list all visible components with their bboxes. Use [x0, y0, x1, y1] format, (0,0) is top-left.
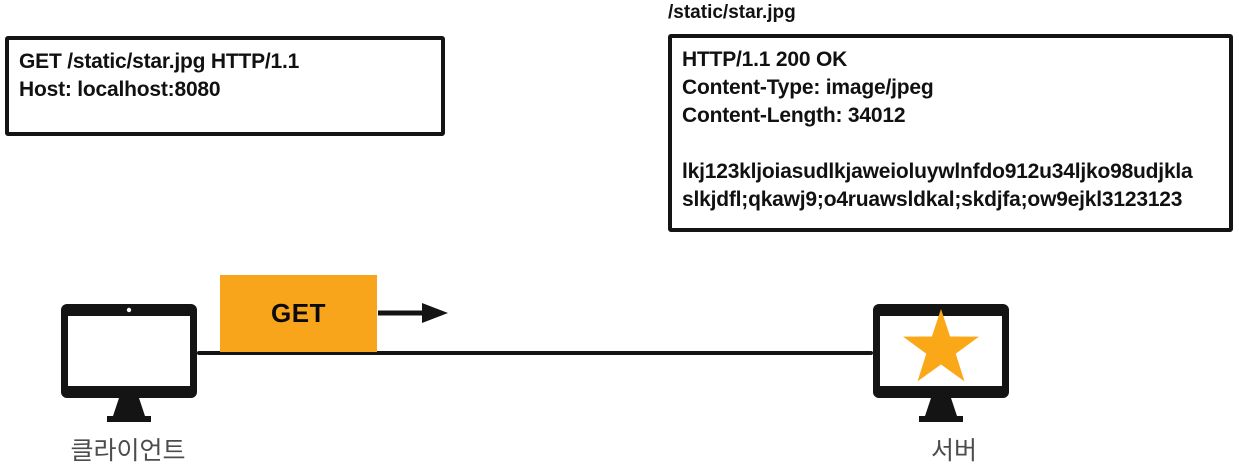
- client-label: 클라이언트: [70, 437, 186, 465]
- response-body-line: lkj123kljoiasudlkjaweioluywlnfdo912u34lj…: [682, 160, 1193, 183]
- connection-line: [197, 351, 873, 355]
- response-content-length-line: Content-Length: 34012: [682, 104, 906, 127]
- request-host-line: Host: localhost:8080: [19, 78, 221, 101]
- response-content-type-line: Content-Type: image/jpeg: [682, 76, 934, 99]
- response-path-title: /static/star.jpg: [668, 2, 796, 23]
- request-message-box: GET /static/star.jpg HTTP/1.1 Host: loca…: [5, 36, 445, 136]
- response-status-line: HTTP/1.1 200 OK: [682, 48, 848, 71]
- response-body-line: slkjdfl;qkawj9;o4ruawsldkal;skdjfa;ow9ej…: [682, 188, 1183, 211]
- server-label: 서버: [930, 437, 977, 465]
- get-method-label: GET: [271, 298, 326, 328]
- response-blank-line: [682, 130, 1219, 158]
- server-monitor-icon: [873, 304, 1009, 422]
- star-icon: [903, 309, 979, 382]
- response-message-box: HTTP/1.1 200 OK Content-Type: image/jpeg…: [668, 34, 1233, 232]
- request-line: GET /static/star.jpg HTTP/1.1: [19, 50, 300, 73]
- arrow-right-icon: [378, 303, 448, 323]
- client-monitor-icon: [61, 304, 197, 422]
- get-method-box: GET: [220, 275, 377, 352]
